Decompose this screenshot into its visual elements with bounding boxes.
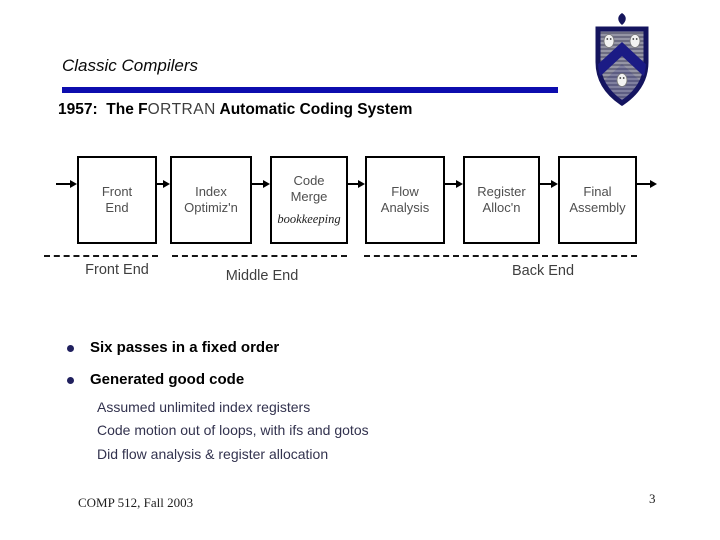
- arrow-shaft: [540, 183, 552, 185]
- stage-box-code-merge: Code Merge bookkeeping: [270, 156, 348, 244]
- bullet-dot-icon: [67, 345, 74, 352]
- sub-bullet-list: Assumed unlimited index registers Code m…: [97, 396, 369, 466]
- bullet-item: Generated good code: [90, 371, 245, 388]
- stage-box-index-optimization: Index Optimiz'n: [170, 156, 252, 244]
- arrow-head-icon: [163, 180, 170, 188]
- arrow-head-icon: [551, 180, 558, 188]
- stage-note-bookkeeping: bookkeeping: [277, 212, 341, 226]
- region-label-back-end: Back End: [511, 263, 575, 279]
- flow-arrow: [252, 179, 270, 189]
- arrow-head-icon: [70, 180, 77, 188]
- rice-university-crest-icon: [589, 10, 655, 112]
- flow-arrow-input: [56, 179, 77, 189]
- region-dashed-line-front-end: [44, 255, 158, 257]
- region-label-middle-end: Middle End: [225, 268, 299, 284]
- region-dashed-line-back-end: [364, 255, 637, 257]
- region-dashed-line-middle-end: [172, 255, 347, 257]
- slide-title: Classic Compilers: [62, 56, 199, 75]
- stage-label: Index Optimiz'n: [184, 184, 238, 215]
- region-label-front-end: Front End: [85, 262, 149, 278]
- flow-arrow: [157, 179, 170, 189]
- bullet-item: Six passes in a fixed order: [90, 339, 280, 356]
- subtitle-fortran-smallcaps: ORTRAN: [147, 101, 216, 118]
- arrow-head-icon: [456, 180, 463, 188]
- flow-arrow: [540, 179, 558, 189]
- sub-bullet-item: Did flow analysis & register allocation: [97, 445, 329, 462]
- sub-bullet-item: Assumed unlimited index registers: [97, 399, 311, 415]
- slide-page-number: 3: [649, 491, 656, 506]
- stage-label: Register Alloc'n: [477, 184, 526, 215]
- arrow-shaft: [348, 183, 359, 185]
- stage-box-flow-analysis: Flow Analysis: [365, 156, 445, 244]
- arrow-head-icon: [650, 180, 657, 188]
- subtitle-segment: 1957: The F: [58, 101, 148, 118]
- footer-course-label: COMP 512, Fall 2003: [78, 495, 194, 510]
- stage-label: Code Merge: [290, 173, 328, 204]
- arrow-shaft: [637, 183, 651, 185]
- subtitle-segment: Automatic Coding System: [215, 101, 413, 118]
- stage-label: Flow Analysis: [380, 184, 430, 215]
- stage-box-register-allocation: Register Alloc'n: [463, 156, 540, 244]
- arrow-head-icon: [358, 180, 365, 188]
- flow-arrow: [445, 179, 463, 189]
- arrow-shaft: [252, 183, 264, 185]
- sub-bullet-item: Code motion out of loops, with ifs and g…: [97, 422, 369, 439]
- arrow-shaft: [157, 183, 164, 185]
- flow-arrow-output: [637, 179, 657, 189]
- arrow-head-icon: [263, 180, 270, 188]
- arrow-shaft: [56, 183, 71, 185]
- slide-subtitle: 1957: The FORTRAN Automatic Coding Syste…: [58, 101, 412, 119]
- stage-label: Final Assembly: [569, 184, 626, 215]
- stage-label: Front End: [101, 184, 133, 215]
- flow-arrow: [348, 179, 365, 189]
- stage-box-front-end: Front End: [77, 156, 157, 244]
- stage-box-final-assembly: Final Assembly: [558, 156, 637, 244]
- bullet-dot-icon: [67, 377, 74, 384]
- title-underline-bar: [62, 87, 558, 93]
- arrow-shaft: [445, 183, 457, 185]
